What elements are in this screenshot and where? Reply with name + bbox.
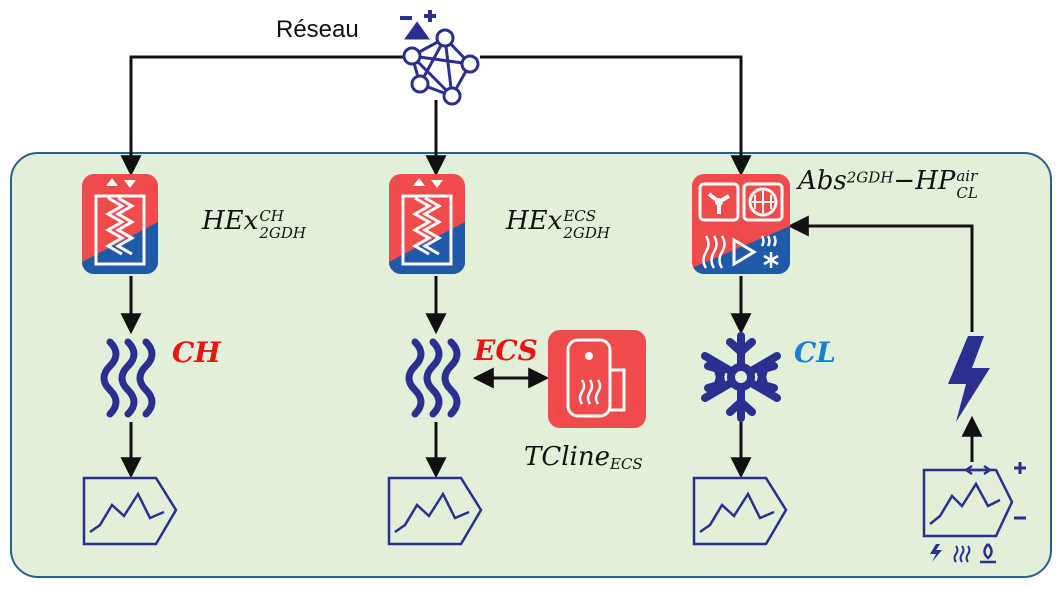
flexible-load-profile-icon: [922, 462, 1026, 564]
tank-sub: ECS: [610, 455, 643, 474]
load-profile-ecs-icon: [387, 476, 483, 546]
network-icon: [400, 10, 480, 106]
load-profile-ch-icon: [82, 476, 178, 546]
system-boundary: [10, 152, 1052, 578]
heat-waves-ecs-icon: [405, 338, 461, 418]
connector-network-abs-hp: [480, 55, 752, 177]
hex-ecs-sup: ECS: [563, 206, 597, 225]
tank-label: TClineECS: [524, 442, 643, 473]
abs-hp-sup: 2GDH: [846, 168, 894, 187]
tank-base: TCline: [524, 442, 610, 472]
abs-hp-base: Abs: [798, 166, 847, 196]
flow-arrows: [120, 215, 983, 479]
output-ecs-label: ECS: [474, 334, 538, 367]
hex-ecs-sub: 2GDH: [563, 223, 610, 242]
connector-network-hex-ch: [120, 55, 410, 177]
hex-ch-sup: CH: [259, 206, 284, 225]
snowflake-icon: [701, 332, 781, 422]
abs-hp-sub2: CL: [956, 183, 978, 202]
hex-ecs-base: HEx: [506, 206, 563, 236]
absorption-heat-pump-icon: [692, 174, 790, 274]
output-cl-label: CL: [794, 336, 836, 369]
heat-exchanger-ecs-icon: [389, 174, 465, 274]
load-profile-cl-icon: [692, 476, 788, 546]
hex-ch-sub: 2GDH: [259, 223, 306, 242]
network-label: Réseau: [276, 16, 359, 43]
abs-hp-minus: −HP: [893, 166, 956, 196]
water-tank-icon: [548, 330, 646, 428]
abs-hp-sup2: air: [956, 166, 978, 185]
output-ch-label: CH: [172, 336, 221, 369]
hex-ch-base: HEx: [202, 206, 259, 236]
heat-exchanger-ch-icon: [82, 174, 158, 274]
lightning-icon: [948, 336, 990, 422]
heat-waves-ch-icon: [100, 338, 156, 418]
